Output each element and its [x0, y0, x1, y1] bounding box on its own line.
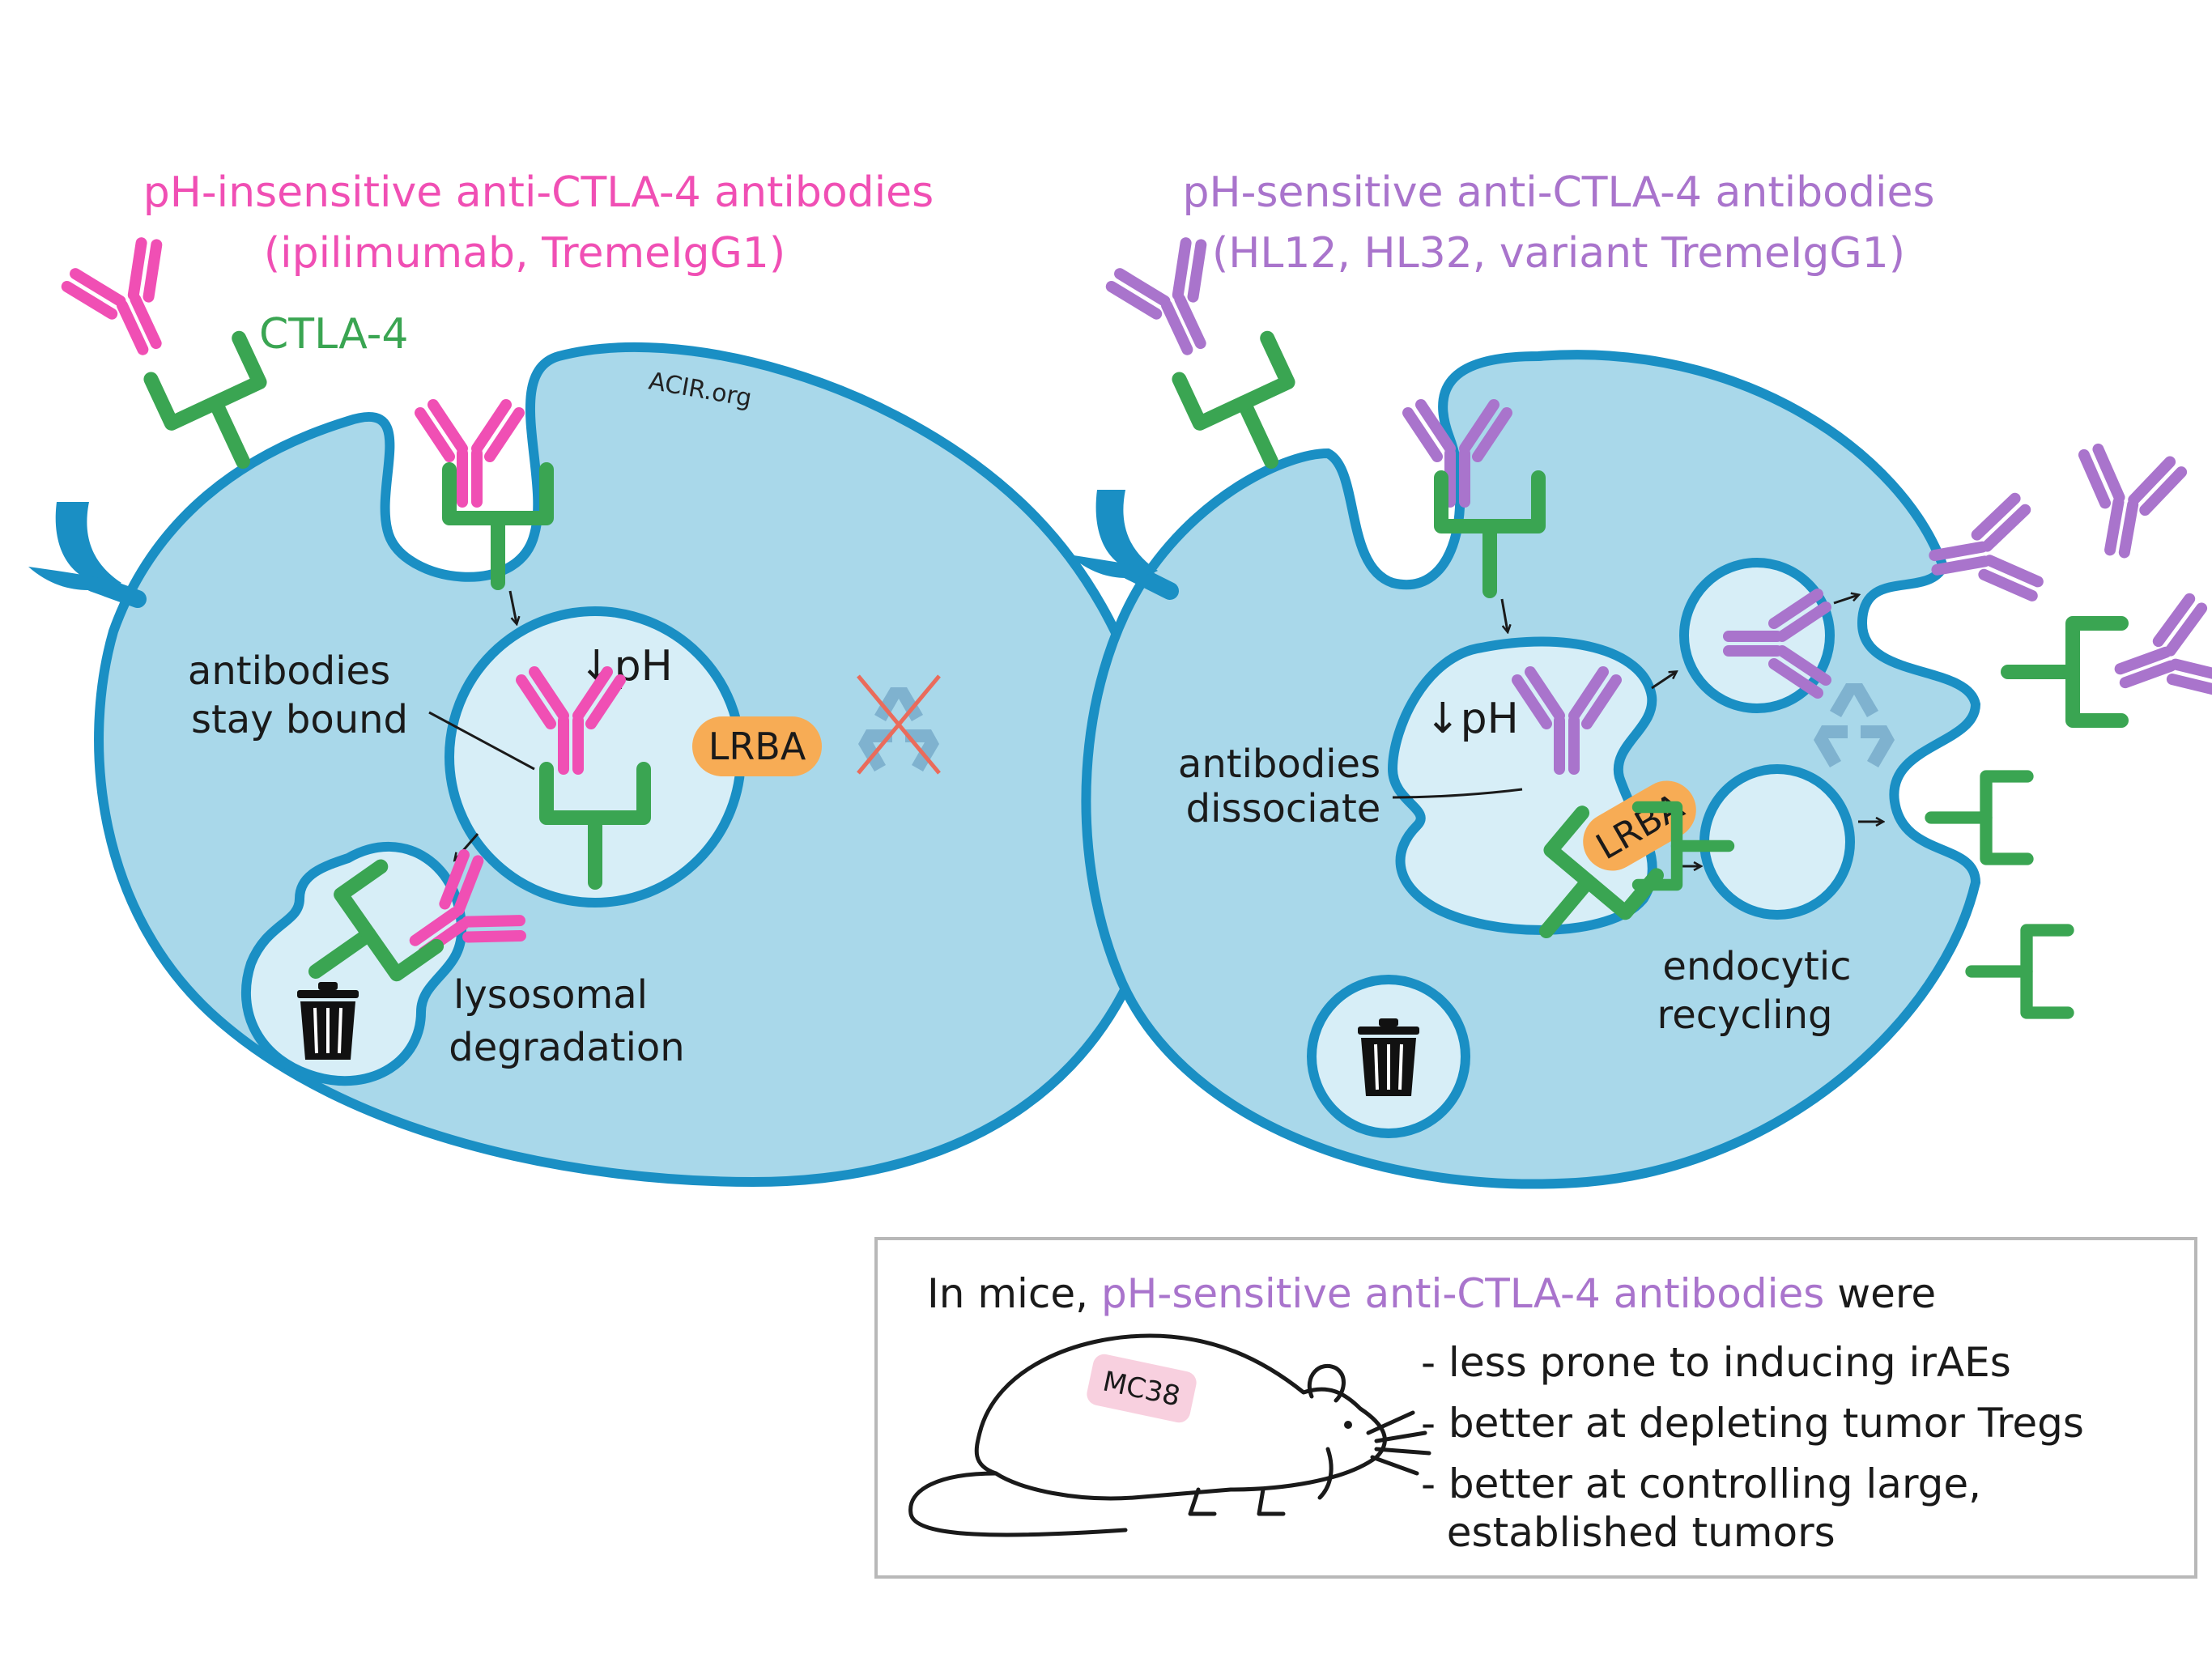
mouse-tumor-tag: MC38: [1087, 1354, 1197, 1423]
mouse-eye: [1344, 1421, 1352, 1429]
right-surface-ctla4-3: [1972, 930, 2068, 1013]
left-surface-receptor: [28, 502, 147, 608]
right-released-antibody-1: [1927, 497, 2040, 611]
right-dissociate-label-line2: dissociate: [1186, 786, 1381, 831]
left-lrba-label: LRBA: [708, 725, 806, 768]
left-lysosome-label-line1: lysosomal: [453, 972, 648, 1018]
left-bound-label-line1: antibodies: [188, 648, 390, 694]
right-title-line2: (HL12, HL32, variant TremeIgG1): [1212, 229, 1905, 278]
summary-bullet-1: - less prone to inducing irAEs: [1421, 1339, 2011, 1386]
left-endocytosis-arrow: [508, 590, 517, 623]
right-surface-ctla4-1: [2008, 623, 2121, 720]
left-lysosome-label-line2: degradation: [449, 1025, 684, 1070]
summary-bullet-2: - better at depleting tumor Tregs: [1421, 1400, 2084, 1447]
right-title-line1: pH-sensitive anti-CTLA-4 antibodies: [1182, 168, 1934, 217]
mouse-illustration: [908, 1333, 1431, 1537]
right-released-antibody-2: [2069, 447, 2183, 559]
summary-intro-suffix: were: [1824, 1270, 1936, 1317]
left-title-line2: (ipilimumab, TremeIgG1): [264, 229, 785, 278]
left-bound-leader: [428, 711, 535, 771]
left-ctla4-label: CTLA-4: [259, 310, 409, 359]
summary-intro-highlight: pH-sensitive anti-CTLA-4 antibodies: [1101, 1270, 1824, 1317]
right-dissociate-label-line1: antibodies: [1178, 742, 1380, 787]
left-title-line1: pH-insensitive anti-CTLA-4 antibodies: [143, 168, 934, 217]
left-lrba-badge: LRBA: [692, 716, 822, 776]
right-panel: pH-sensitive anti-CTLA-4 antibodies (HL1…: [1069, 168, 2212, 1189]
left-bound-label-line2: stay bound: [191, 697, 408, 742]
left-external-antibody: [64, 237, 194, 367]
right-recycling-label-line1: endocytic: [1662, 944, 1851, 989]
right-dissociate-leader: [1392, 788, 1523, 799]
right-ab-release-arrow: [1833, 595, 1858, 605]
summary-intro: In mice, pH-sensitive anti-CTLA-4 antibo…: [927, 1270, 1936, 1317]
right-endocytosis-arrow: [1500, 598, 1508, 631]
left-trash-icon: [296, 980, 360, 1061]
left-panel: pH-insensitive anti-CTLA-4 antibodies (i…: [28, 168, 1168, 1188]
right-surface-receptor: [1069, 490, 1179, 600]
right-released-antibody-3: [2106, 596, 2212, 722]
left-invagination-antibody: [420, 405, 519, 502]
right-ph-label: ↓pH: [1425, 695, 1519, 743]
left-recycle-cross-b: [857, 674, 941, 775]
summary-intro-prefix: In mice,: [927, 1270, 1101, 1317]
summary-bullet-3: - better at controlling large,: [1421, 1460, 1981, 1507]
summary-box: In mice, pH-sensitive anti-CTLA-4 antibo…: [874, 1237, 2197, 1579]
right-ab-vesicle-arrow: [1651, 672, 1676, 690]
right-recycling-label-line2: recycling: [1657, 993, 1833, 1038]
summary-bullet-4: established tumors: [1421, 1509, 1836, 1556]
right-trash-icon: [1356, 1017, 1421, 1098]
